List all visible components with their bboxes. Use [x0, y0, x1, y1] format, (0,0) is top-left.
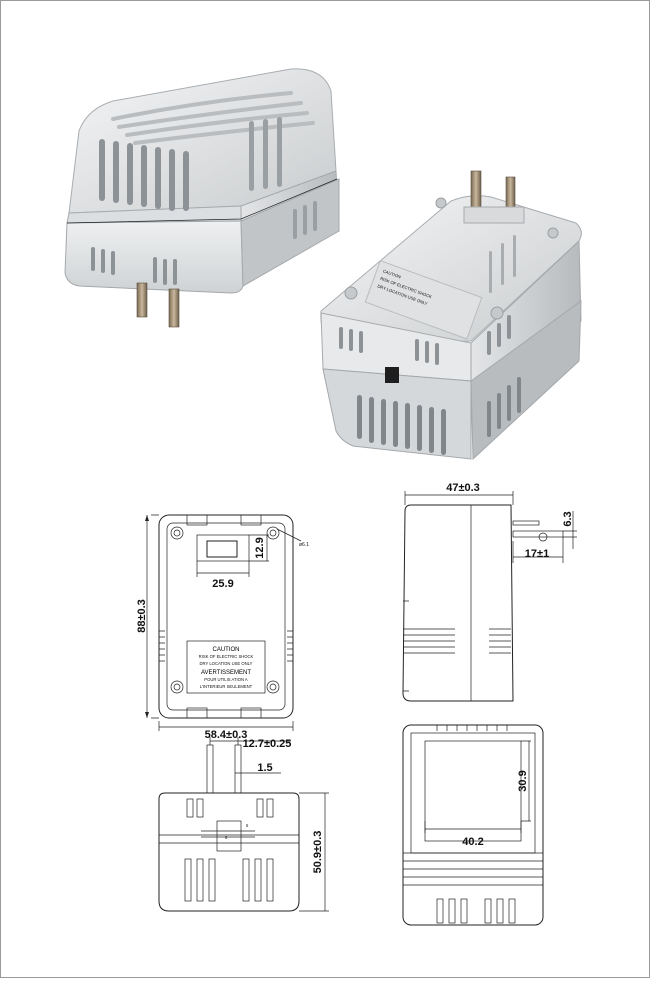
- dim-rear-window-w: 40.2: [462, 836, 483, 848]
- side-view-drawing: 47±0.3 17±1 6.3: [402, 482, 577, 702]
- dim-prong-length: 17±1: [525, 548, 549, 560]
- dim-front-width: 58.4±0.3: [205, 729, 248, 741]
- dim-rear-window-h: 30.9: [517, 770, 529, 791]
- adapter-front-photo: [64, 68, 340, 328]
- dim-front-height: 88±0.3: [136, 599, 148, 633]
- front-label-dry: DRY LOCATION USE ONLY: [200, 661, 253, 666]
- front-label-interieur: L'INTERIEUR SEULEMENT: [200, 684, 253, 689]
- dim-prong-thickness: 1.5: [257, 762, 272, 774]
- dim-prong-width: 6.3: [562, 511, 574, 526]
- warning-label: CAUTION RISK OF ELECTRIC SHOCK DRY LOCAT…: [364, 260, 483, 340]
- front-view-drawing: CAUTION RISK OF ELECTRIC SHOCK DRY LOCAT…: [136, 514, 309, 741]
- dim-tiny-a: 6: [225, 835, 228, 840]
- adapter-back-photo: CAUTION RISK OF ELECTRIC SHOCK DRY LOCAT…: [320, 170, 582, 461]
- dim-side-depth: 47±0.3: [446, 482, 480, 494]
- dim-window-width: 25.9: [212, 578, 233, 590]
- dim-window-height: 12.9: [254, 537, 266, 558]
- front-label-risk: RISK OF ELECTRIC SHOCK: [199, 654, 254, 659]
- dim-tiny-b: 6: [246, 823, 249, 828]
- front-label-caution: CAUTION: [213, 647, 240, 653]
- dim-hole-dia: ø6.1: [299, 542, 309, 548]
- front-label-pour: POUR UTILIS ATION A: [204, 677, 248, 682]
- bottom-view-drawing: 6 6 12.7±0.25 1.5 50.9±0.3: [158, 737, 329, 912]
- label-caution: CAUTION: [382, 268, 401, 279]
- rear-view-drawing: 30.9 40.2: [402, 724, 544, 926]
- dim-bottom-height: 50.9±0.3: [312, 831, 324, 874]
- front-label-avert: AVERTISSEMENT: [201, 670, 251, 676]
- dim-prong-spacing: 12.7±0.25: [243, 738, 292, 750]
